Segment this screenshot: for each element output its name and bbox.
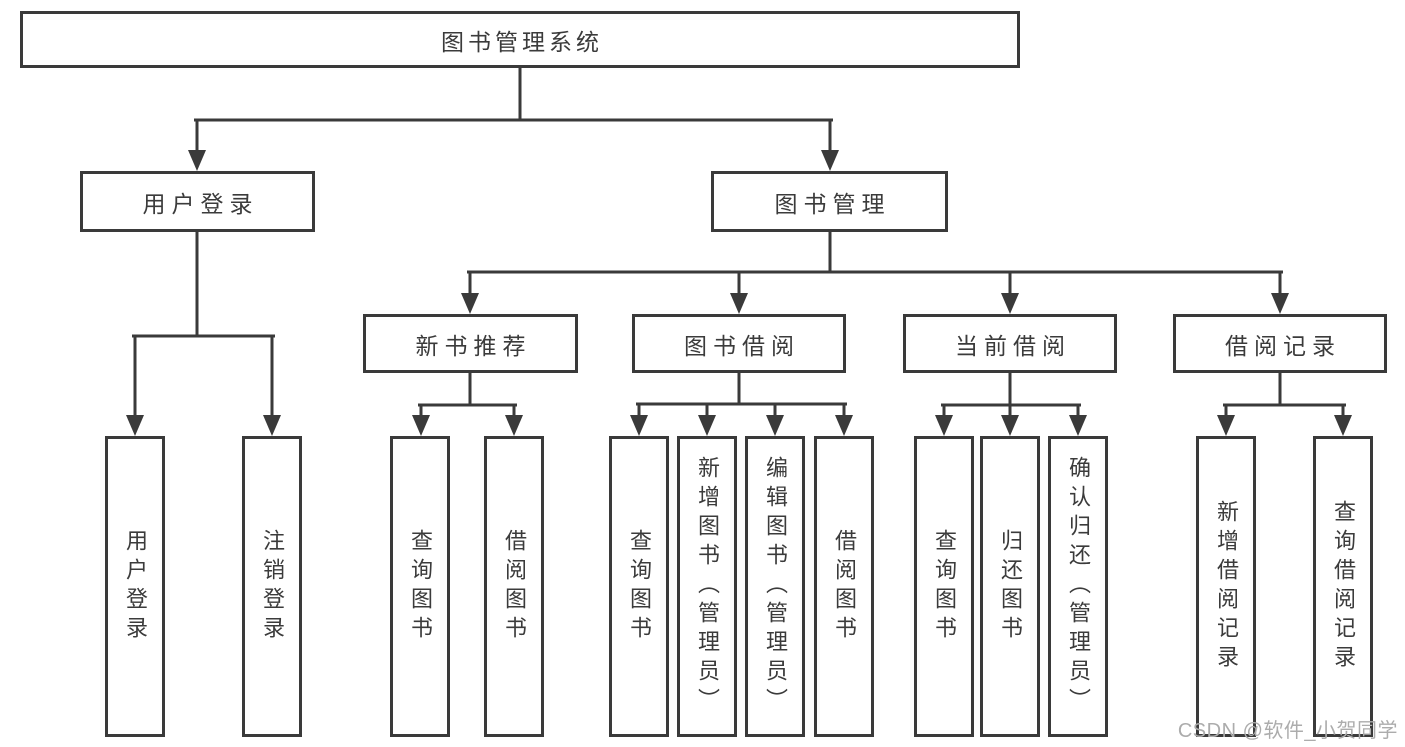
arrowhead-icon [1001,293,1019,314]
node-label: 新书推荐 [415,332,532,359]
node-leaf-return-books: 归还图书 [980,436,1040,737]
arrowhead-icon [412,415,430,436]
node-label: 编辑图书（管理员） [763,456,788,717]
node-leaf-query-borrow-record: 查询借阅记录 [1313,436,1373,737]
node-label: 查询图书 [627,528,652,645]
node-leaf-borrow-books: 借阅图书 [814,436,874,737]
node-label: 确认归还（管理员） [1066,456,1091,717]
node-label: 当前借阅 [955,332,1071,359]
connector-book-borrow-to-leaves [630,369,853,436]
connector-borrow-records-to-leaves [1217,369,1352,436]
arrowhead-icon [698,415,716,436]
node-leaf-query-books-borrow: 查询图书 [609,436,669,737]
node-label: 新增图书（管理员） [695,456,720,717]
node-book-management: 图书管理 [711,171,948,232]
connector-new-book-to-leaves [412,369,523,436]
node-label: 查询借阅记录 [1331,499,1356,674]
node-borrow-records: 借阅记录 [1173,314,1387,373]
arrowhead-icon [188,150,206,171]
node-label: 注销登录 [260,528,285,645]
arrowhead-icon [126,415,144,436]
node-leaf-query-books-current: 查询图书 [914,436,974,737]
arrowhead-icon [821,150,839,171]
connector-root-to-level2 [188,64,839,171]
csdn-watermark: CSDN @软件_小贺同学 [1177,720,1398,742]
node-label: 用户登录 [123,528,148,645]
arrowhead-icon [263,415,281,436]
node-leaf-add-borrow-record: 新增借阅记录 [1196,436,1256,737]
node-current-borrow: 当前借阅 [903,314,1117,373]
arrowhead-icon [1334,415,1352,436]
node-label: 借阅图书 [502,528,527,645]
node-label: 图书管理系统 [441,28,603,55]
node-label: 用户登录 [142,190,259,217]
connector-user-login-to-leaves [126,228,281,436]
node-leaf-logout: 注销登录 [242,436,302,737]
node-new-book-recommend: 新书推荐 [363,314,578,373]
node-leaf-borrow-books-recommend: 借阅图书 [484,436,544,737]
node-leaf-query-books-recommend: 查询图书 [390,436,450,737]
node-label: 图书借阅 [684,332,800,359]
arrowhead-icon [505,415,523,436]
connector-book-management-to-level3 [461,228,1289,314]
node-label: 借阅记录 [1225,332,1341,359]
node-label: 借阅图书 [832,528,857,645]
arrowhead-icon [935,415,953,436]
arrowhead-icon [630,415,648,436]
arrowhead-icon [730,293,748,314]
node-label: 查询图书 [932,528,957,645]
node-label: 新增借阅记录 [1214,499,1239,674]
connector-current-borrow-to-leaves [935,369,1087,436]
arrowhead-icon [1271,293,1289,314]
node-label: 图书管理 [774,190,891,217]
arrowhead-icon [835,415,853,436]
node-leaf-user-login: 用户登录 [105,436,165,737]
arrowhead-icon [461,293,479,314]
node-leaf-confirm-return-admin: 确认归还（管理员） [1048,436,1108,737]
node-book-borrow: 图书借阅 [632,314,846,373]
arrowhead-icon [1069,415,1087,436]
arrowhead-icon [766,415,784,436]
node-user-login: 用户登录 [80,171,315,232]
node-root-library-system: 图书管理系统 [20,11,1020,68]
node-leaf-add-books-admin: 新增图书（管理员） [677,436,737,737]
node-label: 归还图书 [998,528,1023,645]
node-label: 查询图书 [408,528,433,645]
arrowhead-icon [1217,415,1235,436]
node-leaf-edit-books-admin: 编辑图书（管理员） [745,436,805,737]
arrowhead-icon [1001,415,1019,436]
